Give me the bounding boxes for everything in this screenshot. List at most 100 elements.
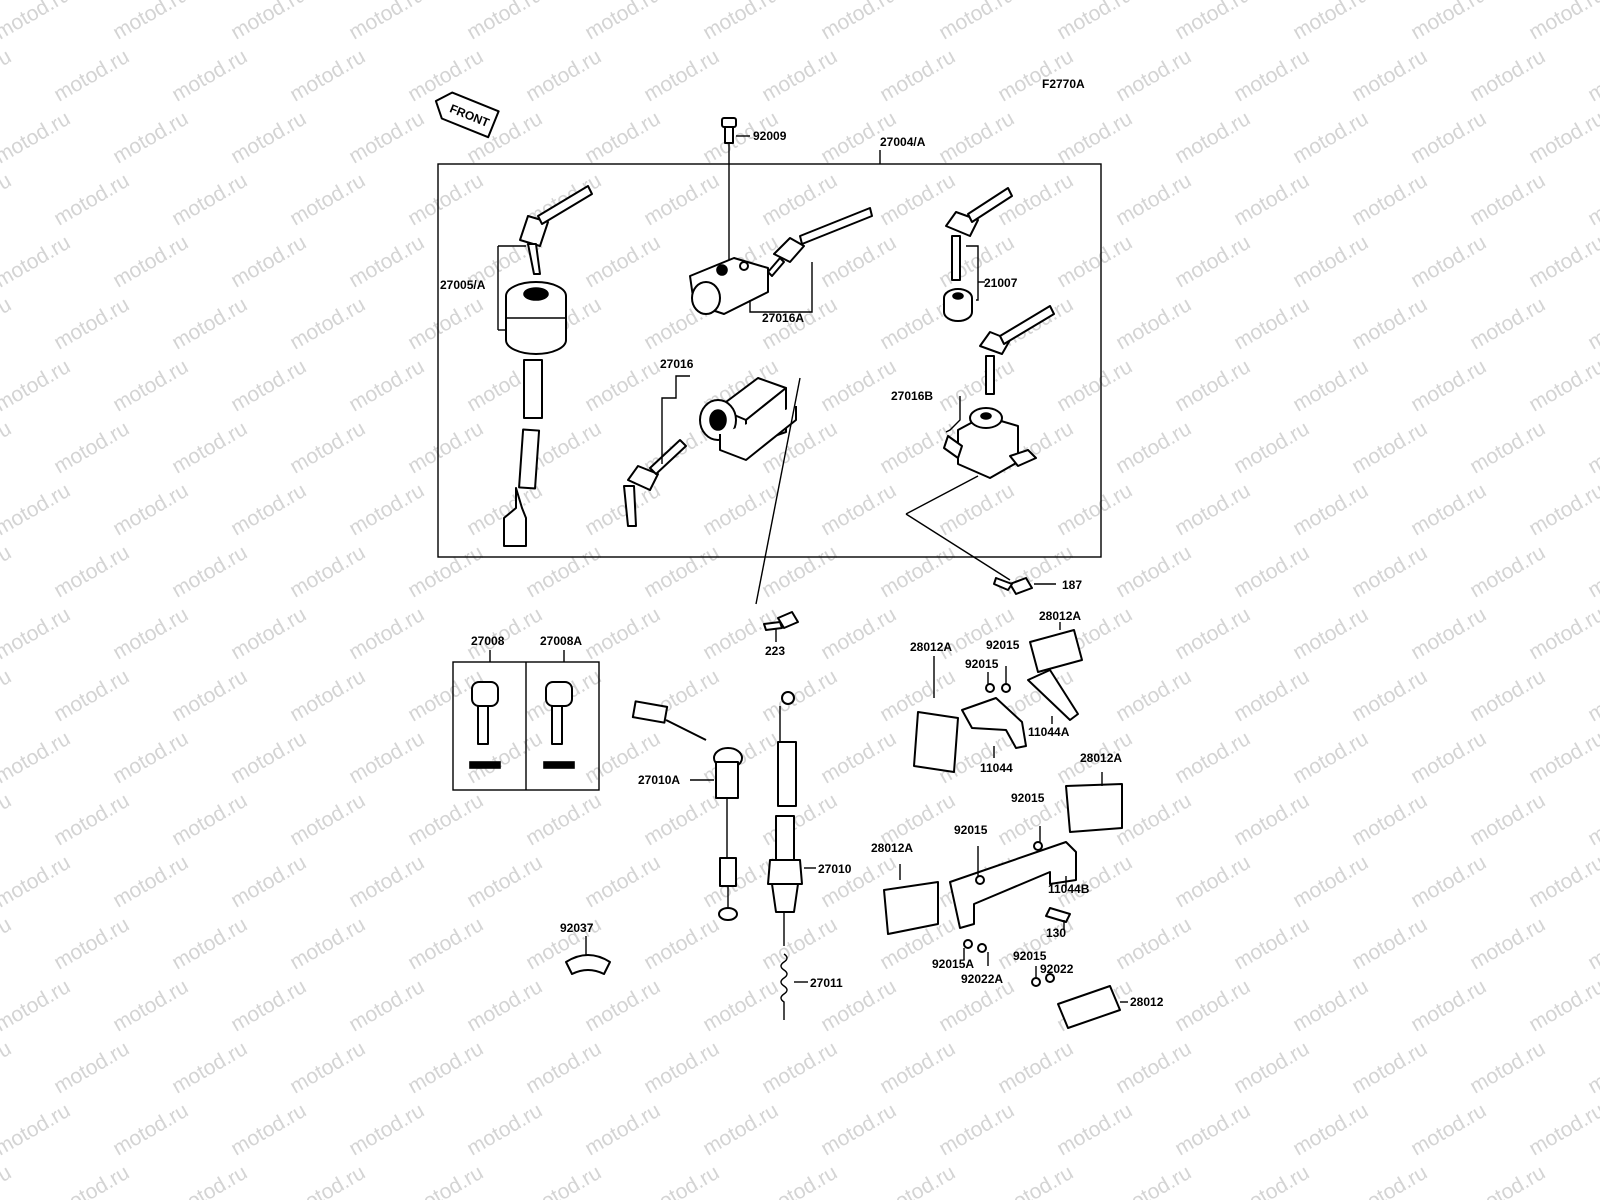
- watermark-text: motod.ru: [876, 169, 959, 230]
- watermark-text: motod.ru: [1407, 975, 1490, 1036]
- watermark-text: motod.ru: [758, 541, 841, 602]
- label-27004A: 27004/A: [880, 135, 926, 149]
- watermark-text: motod.ru: [1053, 107, 1136, 168]
- watermark-text: motod.ru: [1348, 913, 1431, 974]
- watermark-text: motod.ru: [1053, 355, 1136, 416]
- watermark-text: motod.ru: [1289, 355, 1372, 416]
- watermark-text: motod.ru: [640, 913, 723, 974]
- watermark-text: motod.ru: [1171, 727, 1254, 788]
- watermark-text: motod.ru: [581, 851, 664, 912]
- watermark-text: motod.ru: [50, 789, 133, 850]
- watermark-text: motod.ru: [0, 727, 74, 788]
- label-11044: 11044: [980, 761, 1013, 775]
- label-27016A: 27016A: [762, 311, 804, 325]
- watermark-text: motod.ru: [1466, 665, 1549, 726]
- watermark-text: motod.ru: [1466, 45, 1549, 106]
- watermark-text: motod.ru: [1407, 851, 1490, 912]
- lock-27016B: [905, 305, 1055, 581]
- watermark-text: motod.ru: [109, 1099, 192, 1160]
- watermark-text: motod.ru: [1171, 851, 1254, 912]
- watermark-text: motod.ru: [345, 851, 428, 912]
- label-27008A: 27008A: [540, 634, 582, 648]
- watermark-text: motod.ru: [1112, 1161, 1195, 1200]
- watermark-text: motod.ru: [1407, 603, 1490, 664]
- watermark-text: motod.ru: [1525, 231, 1600, 292]
- watermark-text: motod.ru: [1230, 913, 1313, 974]
- watermark-text: motod.ru: [640, 45, 723, 106]
- watermark-text: motod.ru: [404, 1161, 487, 1200]
- watermark-text: motod.ru: [1407, 1099, 1490, 1160]
- watermark-text: motod.ru: [1525, 603, 1600, 664]
- watermark-text: motod.ru: [1348, 541, 1431, 602]
- watermark-text: motod.ru: [1112, 417, 1195, 478]
- watermark-text: motod.ru: [640, 169, 723, 230]
- watermark-text: motod.ru: [876, 45, 959, 106]
- watermark-text: motod.ru: [1466, 1161, 1549, 1200]
- watermark-text: motod.ru: [0, 975, 74, 1036]
- watermark-text: motod.ru: [286, 293, 369, 354]
- watermark-text: motod.ru: [227, 603, 310, 664]
- watermark-text: motod.ru: [227, 479, 310, 540]
- watermark-text: motod.ru: [1230, 1037, 1313, 1098]
- label-92015A: 92015A: [932, 957, 974, 971]
- watermark-text: motod.ru: [404, 1037, 487, 1098]
- label-92015-5: 92015: [1013, 949, 1047, 963]
- watermark-text: motod.ru: [876, 1037, 959, 1098]
- watermark-text: motod.ru: [286, 1037, 369, 1098]
- watermark-text: motod.ru: [345, 1099, 428, 1160]
- watermark-text: motod.ru: [50, 541, 133, 602]
- key-cylinder-21007: [943, 187, 1013, 322]
- label-28012A-4: 28012A: [871, 841, 913, 855]
- watermark-text: motod.ru: [404, 417, 487, 478]
- watermark-text: motod.ru: [404, 913, 487, 974]
- watermark-text: motod.ru: [1171, 479, 1254, 540]
- watermark-text: motod.ru: [168, 789, 251, 850]
- watermark-text: motod.ru: [1407, 231, 1490, 292]
- watermark-text: motod.ru: [404, 789, 487, 850]
- label-27010A: 27010A: [638, 773, 680, 787]
- label-27016: 27016: [660, 357, 694, 371]
- watermark-text: motod.ru: [758, 169, 841, 230]
- watermark-text: motod.ru: [50, 1161, 133, 1200]
- watermark-text: motod.ru: [463, 975, 546, 1036]
- watermark-text: motod.ru: [817, 479, 900, 540]
- watermark-text: motod.ru: [1348, 417, 1431, 478]
- watermark-text: motod.ru: [0, 789, 15, 850]
- watermark-text: motod.ru: [168, 1037, 251, 1098]
- label-28012: 28012: [1130, 995, 1164, 1009]
- label-187: 187: [1062, 578, 1082, 592]
- watermark-text: motod.ru: [109, 0, 192, 44]
- watermark-text: motod.ru: [1348, 1161, 1431, 1200]
- label-92009: 92009: [753, 129, 787, 143]
- watermark-text: motod.ru: [1112, 665, 1195, 726]
- watermark-text: motod.ru: [581, 107, 664, 168]
- watermark-text: motod.ru: [1584, 169, 1600, 230]
- label-92022A: 92022A: [961, 972, 1003, 986]
- watermark-text: motod.ru: [227, 1099, 310, 1160]
- watermark-text: motod.ru: [0, 913, 15, 974]
- watermark-text: motod.ru: [0, 0, 74, 44]
- watermark-text: motod.ru: [463, 727, 546, 788]
- watermark-text: motod.ru: [0, 1161, 15, 1200]
- watermark-text: motod.ru: [404, 293, 487, 354]
- watermark-text: motod.ru: [1348, 789, 1431, 850]
- watermark-text: motod.ru: [1407, 0, 1490, 44]
- watermark-text: motod.ru: [1466, 1037, 1549, 1098]
- watermark-text: motod.ru: [1171, 0, 1254, 44]
- watermark-text: motod.ru: [758, 45, 841, 106]
- watermark-text: motod.ru: [994, 45, 1077, 106]
- watermark-text: motod.ru: [1525, 727, 1600, 788]
- watermark-text: motod.ru: [227, 851, 310, 912]
- watermark-text: motod.ru: [50, 45, 133, 106]
- watermark-text: motod.ru: [1230, 45, 1313, 106]
- watermark-text: motod.ru: [168, 665, 251, 726]
- watermark-text: motod.ru: [50, 665, 133, 726]
- ignition-switch-27005A: [497, 185, 593, 547]
- watermark-text: motod.ru: [109, 727, 192, 788]
- watermark-text: motod.ru: [345, 603, 428, 664]
- watermark-text: motod.ru: [1348, 45, 1431, 106]
- watermark-text: motod.ru: [817, 0, 900, 44]
- clamp-92037: [565, 936, 611, 975]
- watermark-text: motod.ru: [345, 355, 428, 416]
